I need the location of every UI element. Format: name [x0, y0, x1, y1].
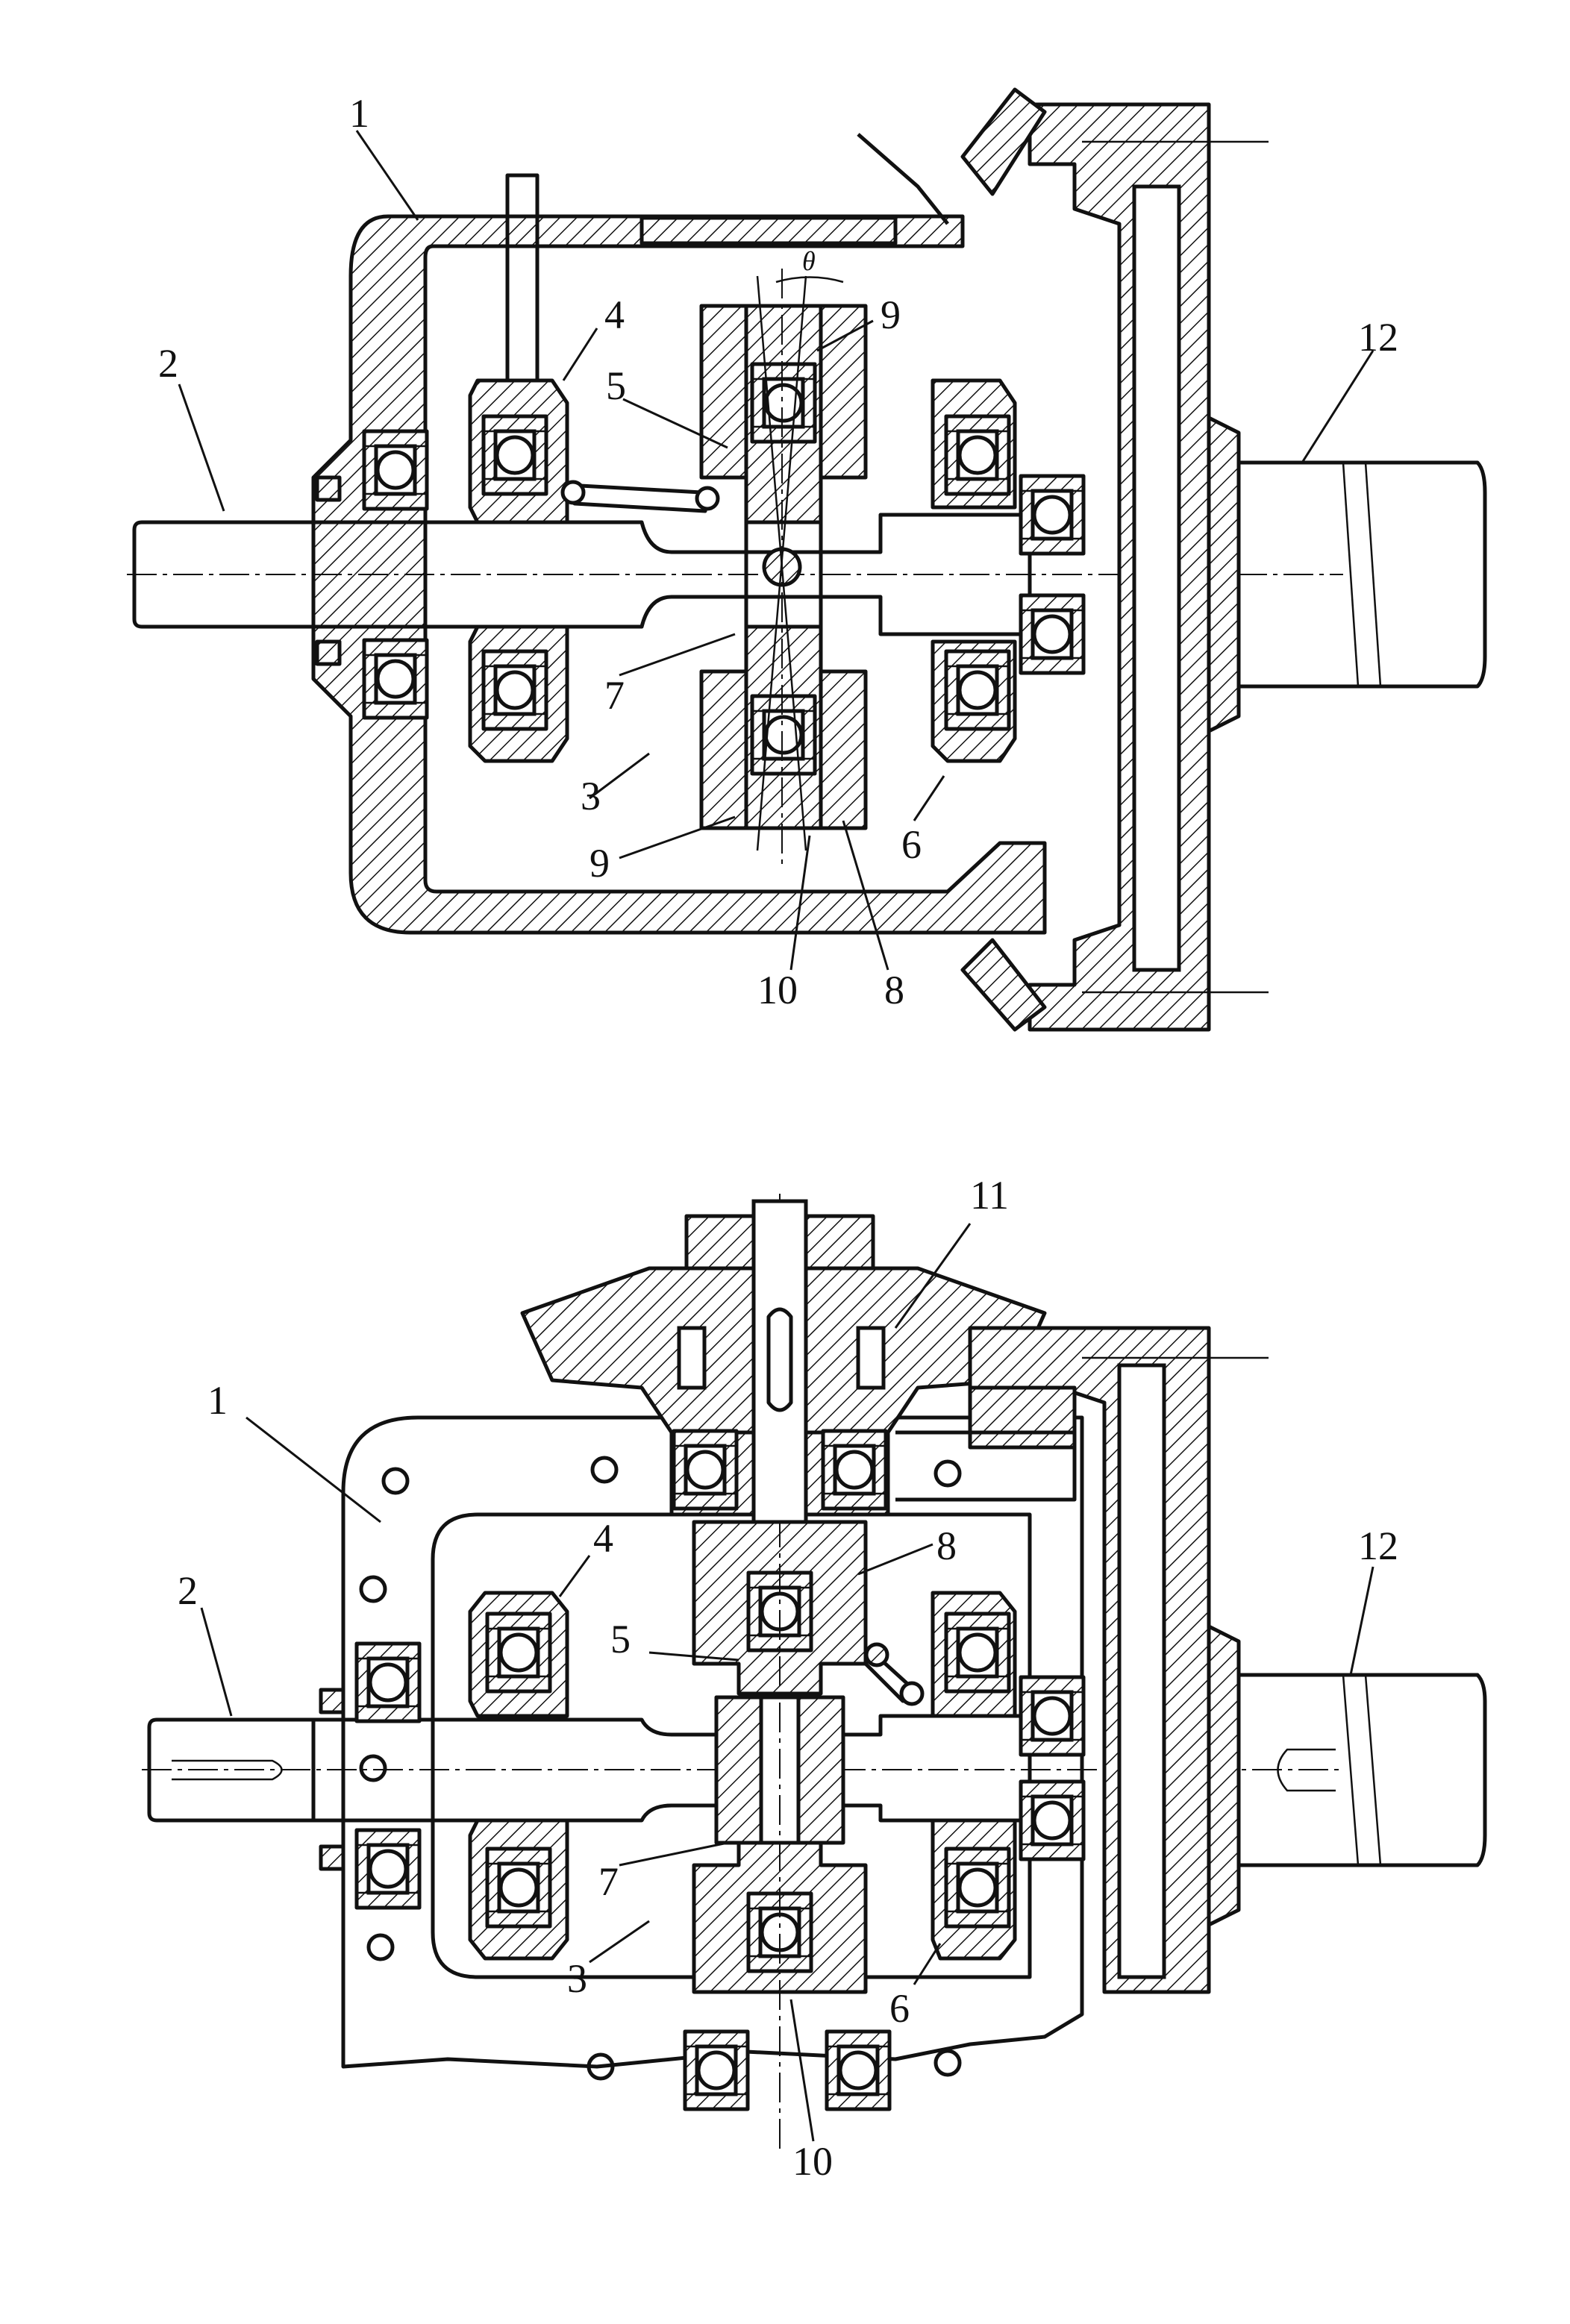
- bottom-main-shaft: [313, 1714, 1032, 1823]
- top-shift-rod: [505, 173, 540, 383]
- top-callouts: 1 2 4 5 θ 9 12 7 3 6 9 10 8: [158, 91, 1398, 1012]
- bottom-input-shaft: [147, 1717, 316, 1823]
- top-label-2: 2: [158, 341, 178, 386]
- top-label-12: 12: [1358, 315, 1398, 360]
- top-label-3: 3: [581, 774, 601, 818]
- bottom-housing: [341, 1415, 1084, 2069]
- top-output-shaft: [1239, 460, 1487, 689]
- top-housing: [311, 214, 1047, 935]
- top-label-10: 10: [757, 968, 798, 1012]
- bottom-label-7: 7: [598, 1859, 619, 1904]
- top-label-5: 5: [606, 363, 626, 408]
- top-label-4: 4: [604, 292, 625, 337]
- bottom-label-4: 4: [593, 1516, 613, 1561]
- bottom-label-3: 3: [567, 1956, 587, 2001]
- bottom-label-8: 8: [936, 1523, 957, 1568]
- bottom-view: [142, 1194, 1487, 2149]
- bottom-label-6: 6: [889, 1986, 910, 2031]
- top-leaders: [178, 130, 1374, 971]
- top-housing-cover: [639, 216, 898, 245]
- bottom-label-5: 5: [610, 1617, 631, 1661]
- top-label-theta: θ: [802, 246, 816, 276]
- bottom-output-shaft: [1239, 1673, 1487, 1867]
- top-label-9b: 9: [589, 841, 610, 886]
- bottom-label-10: 10: [792, 2139, 833, 2184]
- bottom-label-12: 12: [1358, 1523, 1398, 1568]
- top-label-7: 7: [604, 673, 625, 718]
- bottom-callouts: 11 1 12 8 4 2 5 7 3 6 10: [178, 1173, 1398, 2184]
- top-label-8: 8: [884, 968, 904, 1012]
- top-input-shaft: [132, 520, 316, 629]
- top-label-6: 6: [901, 822, 922, 867]
- bottom-label-1: 1: [207, 1378, 228, 1423]
- top-output-flange: [1028, 102, 1211, 1032]
- bottom-housing-bolts: [359, 1456, 962, 2081]
- bottom-label-11: 11: [970, 1173, 1009, 1218]
- bottom-vertical-shaft: [751, 1199, 808, 1524]
- bottom-carrier: [692, 1520, 868, 1994]
- bottom-leaders: [200, 1223, 1374, 2142]
- bottom-label-2: 2: [178, 1568, 198, 1613]
- top-label-1: 1: [349, 91, 369, 136]
- top-label-9a: 9: [881, 292, 901, 337]
- top-view: [127, 87, 1487, 1032]
